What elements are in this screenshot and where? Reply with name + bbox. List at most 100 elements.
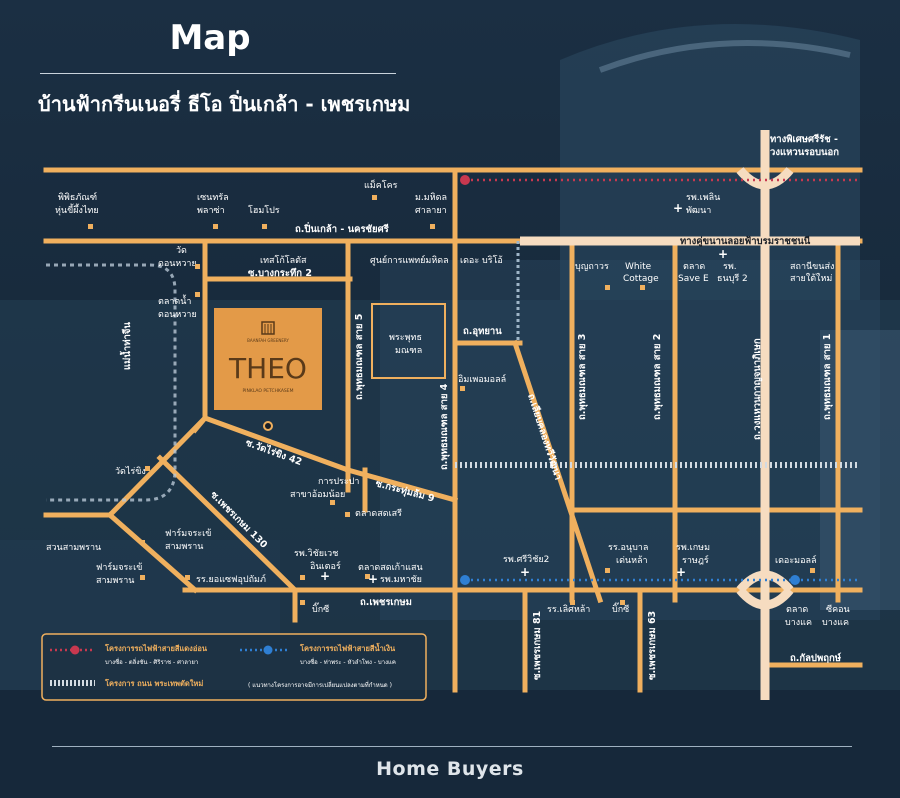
place-thonburi-2: ธนบุรี 2 [717,273,748,284]
footer-divider [52,746,852,747]
label-phutthamonthon-2: ถ.พุทธมณฑล สาย 2 [652,334,663,420]
title-divider [40,73,396,74]
place-kao-saen: ตลาดสดเก้าแสน [358,562,423,573]
svg-text:+: + [520,565,530,579]
place-phyathai-2: พัฒนา [686,206,711,216]
label-phetkasem-130: ซ.เพชรเกษม 130 [208,489,270,551]
place-phra-phuttha-2: มณฑล [395,346,422,356]
label-pinklao: ถ.ปิ่นเกล้า - นครชัยศรี [295,221,390,235]
place-anuban-1: รร.อนุบาล [608,543,648,553]
road-liap-khlong [511,339,604,604]
project-pin [263,421,273,431]
place-lertla: รร.เลิศหล้า [547,604,590,615]
road-wat-rai-khing [201,414,352,474]
place-talat-bangkhae-2: บางแค [785,618,812,628]
place-museum-1: พิพิธภัณฑ์ [58,191,97,203]
legend-blue-dot [263,645,273,655]
legend-pink-title: โครงการรถไฟฟ้าสายสีแดงอ่อน [104,643,208,653]
highway-interchange-top [736,166,794,190]
place-seacon-2: บางแค [822,618,849,628]
place-farm-chorakhe-1: ฟาร์มจระเข้ [165,527,211,539]
project-bottom-line: PINKLAO PETCHKASEM [242,388,293,394]
svg-text:+: + [673,201,683,215]
phra-phuttha-box [371,303,446,379]
legend-blue-title: โครงการรถไฟฟ้าสายสีน้ำเงิน [299,642,396,653]
tha-chin-river [46,263,177,502]
place-big-c: บิ๊กซี [312,602,329,615]
place-kasem-1: รพ.เกษม [676,543,710,553]
place-boonthavorn: บุญถาวร [575,262,609,272]
place-thonburi-1: รพ. [723,262,737,272]
page-subtitle: บ้านฟ้ากรีนเนอรี่ ธีโอ ปิ่นเกล้า - เพชรเ… [38,92,411,116]
place-farm-sam-phran-2: สามพราน [96,576,134,586]
place-phyathai-1: รพ.เพลิน [686,192,720,203]
label-tha-chin: แม่น้ำท่าจีน [119,322,133,370]
place-wat-rai-khing: วัดไร่ขิง [115,466,146,477]
label-phutthamonthon-1: ถ.พุทธมณฑล สาย 1 [822,334,833,420]
label-borommaratchachonnani: ทางคู่ขนานลอยฟ้าบรมราชชนนี [680,235,811,248]
place-farm-sam-phran-1: ฟาร์มจระเข้ [96,561,142,573]
road-phetkasem-130 [191,414,209,434]
place-talat-don-wai-1: ตลาดน้ำ [158,294,191,307]
label-phutthamonthon-3: ถ.พุทธมณฑล สาย 3 [577,334,588,420]
label-phutthamonthon-5: ถ.พุทธมณฑล สาย 5 [354,314,365,400]
place-wat-don-wai-2: ดอนหวาย [158,259,197,269]
place-yothin: รร.ยอแซฟอุปถัมภ์ [196,573,266,585]
label-kanchanaphisek-outer: ถ.วงแหวนกาญจนาภิเษก [752,338,763,440]
svg-text:+: + [320,569,330,583]
place-talat-bangkhae-1: ตลาด [786,605,808,615]
place-tesco: เทสโก้โลตัส [260,255,307,266]
place-central-2: พลาซ่า [197,206,225,216]
label-phetkasem-81: ซ.เพชรเกษม 81 [532,611,543,680]
place-bus-station-1: สถานีขนส่ง [790,261,834,272]
pink-line-station [460,175,470,185]
place-save-e-2: Save E [678,274,709,284]
label-kratum-lom: ซ.กระทุ่มล้ม 9 [374,477,436,504]
place-markers [88,195,815,605]
place-mahidol-1: ม.มหิดล [415,192,447,203]
place-mahachai: รพ.มหาชัย [380,575,422,585]
place-phra-phuttha-1: พระพุทธ [389,333,422,343]
road-left-3 [156,454,299,594]
place-bus-station-2: สายใต้ใหม่ [790,273,832,284]
place-talat-don-wai-2: ดอนหวาย [158,310,197,320]
project-name: THEO [228,352,307,385]
highway-interchange-bottom [736,570,794,610]
label-phetkasem-63: ซ.เพชรเกษม 63 [647,611,658,680]
elevated-highways [520,130,860,700]
place-wichaivet-2: อินเตอร์ [310,560,341,572]
place-save-e-1: ตลาด [683,262,705,272]
place-medical-center: ศูนย์การแพทย์มหิดล [370,254,449,266]
road-left-1 [106,414,209,519]
place-kasem-2: ราษฎร์ [682,554,709,566]
place-farm-chorakhe-2: สามพราน [165,542,203,552]
blue-line-station-1 [460,575,470,585]
label-kanchanaphisek-1: ทางพิเศษศรีรัช - [770,133,838,145]
place-the-bright: เดอะ บริโอ้ [460,255,503,266]
label-utthayan: ถ.อุทยาน [463,326,502,337]
place-the-mall: เดอะมอลล์ [775,554,817,566]
place-the-pra-pa-2: สาขาอ้อมน้อย [290,489,345,500]
road-left-2 [106,511,199,594]
legend-box [41,633,427,701]
place-sriwichai2: รพ.ศรีวิชัย2 [503,554,549,565]
legend-blue-sub: บางซื่อ - ท่าพระ - หัวลำโพง - บางแค [300,658,396,666]
place-wichaivet-1: รพ.วิชัยเวช [294,548,338,559]
svg-text:+: + [368,572,378,586]
place-central-1: เซนทรัล [197,193,229,203]
legend-road-title: โครงการ ถนน พระเทพตัดใหม่ [104,678,203,688]
place-wat-don-wai-1: วัด [176,246,187,256]
label-liap-khlong: ถ.เลียบคลองทวีวัฒนา [525,392,564,481]
label-kanlapaphruek: ถ.กัลปพฤกษ์ [790,652,842,664]
label-bangkradi: ซ.บางกระทึก 2 [248,267,312,279]
place-the-pra-pa-1: การประปา [318,477,359,487]
label-phetkasem: ถ.เพชรเกษม [360,597,412,608]
legend-pink-sub: บางซื่อ - ตลิ่งชัน - ศิริราช - ศาลายา [105,658,198,666]
place-anuban-2: เด่นหล้า [616,555,648,566]
place-imm-mall: อิมเพอมอลล์ [458,373,506,385]
place-seacon-1: ซีคอน [826,604,850,615]
blue-line-station-2 [790,575,800,585]
place-white-cottage-2: Cottage [623,274,659,284]
legend: โครงการรถไฟฟ้าสายสีแดงอ่อน บางซื่อ - ตลิ… [41,633,427,701]
